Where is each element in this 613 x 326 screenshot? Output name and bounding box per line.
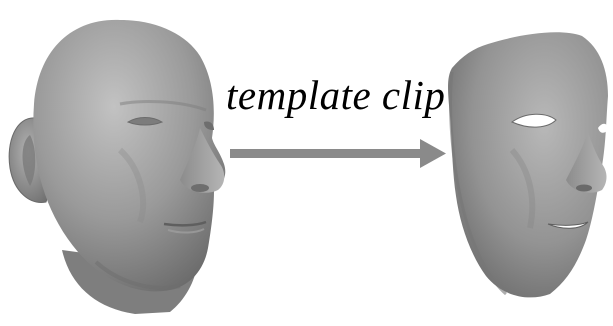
clip-arrow xyxy=(230,139,446,168)
arrow-shaft xyxy=(230,149,426,158)
clipped-face-template xyxy=(448,32,608,297)
mask-nostril xyxy=(576,185,592,192)
full-head-mesh xyxy=(9,20,225,314)
arrow-head xyxy=(420,139,446,168)
arrow-caption: template clip xyxy=(226,70,440,120)
head-nostril xyxy=(191,184,209,192)
